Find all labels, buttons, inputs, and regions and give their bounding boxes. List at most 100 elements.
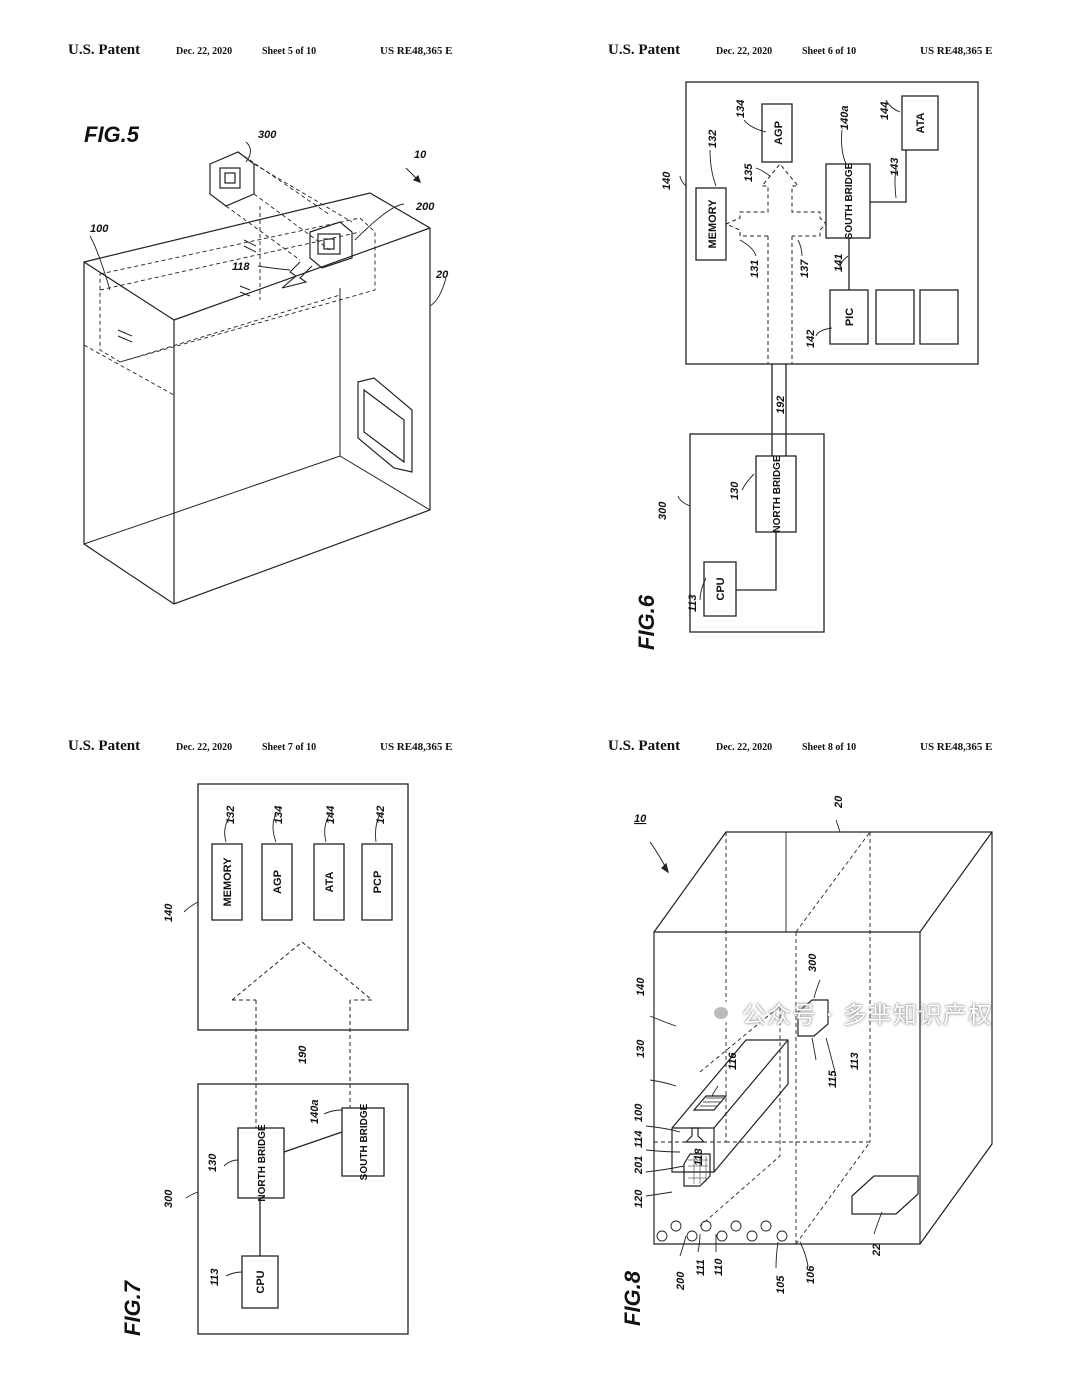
ref-137: 137 [799,259,811,278]
agp-block [261,843,293,921]
south-bridge-block [825,163,871,239]
patent-label: U.S. Patent [68,42,141,58]
ref-113: 113 [209,1268,221,1286]
patent-date: Dec. 22, 2020 [716,742,773,753]
cpu-block [703,561,737,617]
watermark-text: 公众号 · 多芈知识产权 [742,1000,993,1029]
ref-20: 20 [833,795,845,809]
ref-200: 200 [675,1271,687,1291]
patent-sheet-6: U.S. Patent Dec. 22, 2020 Sheet 6 of 10 … [540,0,1080,696]
ref-100: 100 [90,223,109,235]
ref-300: 300 [657,501,669,520]
ref-115: 115 [827,1070,839,1088]
figure-title: FIG.8 [620,1270,645,1326]
ref-201: 201 [633,1156,645,1175]
figure-6-drawing: MEMORY AGP SOUTH BRIDGE ATA PIC NORTH BR… [634,81,979,650]
north-bridge-label: NORTH BRIDGE [772,455,783,533]
ref-130: 130 [635,1039,647,1058]
ref-300: 300 [807,953,819,972]
south-bridge-label: SOUTH BRIDGE [359,1103,370,1180]
ref-140a: 140a [309,1100,321,1124]
cpu-label: CPU [255,1270,267,1293]
ref-120: 120 [633,1189,645,1208]
ref-300: 300 [163,1189,175,1208]
south-bridge-block [341,1107,385,1177]
agp-label: AGP [773,121,785,145]
pcp-block [361,843,393,921]
ref-142: 142 [375,806,387,824]
sheet-header: U.S. Patent Dec. 22, 2020 Sheet 5 of 10 … [0,42,540,62]
south-bridge-label: SOUTH BRIDGE [844,162,855,239]
patent-number: US RE48,365 E [380,45,453,57]
ref-116: 116 [727,1052,739,1070]
ref-130: 130 [729,481,741,500]
ref-118: 118 [232,261,250,273]
agp-block [761,103,793,163]
ref-140: 140 [661,171,673,190]
ref-132: 132 [707,130,719,148]
ref-22: 22 [871,1244,883,1257]
pic-label: PIC [844,308,856,326]
ref-140: 140 [163,903,175,922]
ref-140a: 140a [839,106,851,130]
ref-113: 113 [687,594,699,612]
ata-label: ATA [915,112,927,133]
figure-7-drawing: MEMORY AGP ATA PCP NORTH BRIDGE SOUTH BR… [120,783,409,1336]
figure-8-drawing: 10 20 300 140 130 116 100 114 201 120 11… [620,795,993,1326]
ref-142: 142 [805,330,817,348]
ref-143: 143 [889,158,901,176]
memory-label: MEMORY [707,199,719,249]
ref-144: 144 [325,806,337,824]
ref-111: 111 [695,1259,707,1276]
ref-132: 132 [225,806,237,824]
ata-label: ATA [324,871,336,892]
patent-label: U.S. Patent [608,42,681,58]
sheet-number: Sheet 6 of 10 [802,46,857,57]
figure-title: FIG.6 [634,594,659,650]
patent-date: Dec. 22, 2020 [716,46,773,57]
patent-sheet-5: U.S. Patent Dec. 22, 2020 Sheet 5 of 10 … [0,0,540,696]
north-bridge-block [237,1127,285,1199]
ref-118: 118 [693,1148,705,1166]
ref-114: 114 [633,1130,645,1148]
ref-200: 200 [415,201,435,213]
ref-110: 110 [713,1258,725,1276]
patent-date: Dec. 22, 2020 [176,742,233,753]
patent-number: US RE48,365 E [920,741,993,753]
patent-number: US RE48,365 E [380,741,453,753]
patent-date: Dec. 22, 2020 [176,46,233,57]
sheet-header: U.S. Patent Dec. 22, 2020 Sheet 7 of 10 … [0,738,540,758]
sheet-number: Sheet 5 of 10 [262,46,317,57]
wechat-watermark: 公众号 · 多芈知识产权 [702,995,993,1029]
sheet-number: Sheet 8 of 10 [802,742,857,753]
sheet-number: Sheet 7 of 10 [262,742,317,753]
memory-label: MEMORY [222,857,234,907]
ref-134: 134 [735,100,747,118]
ref-20: 20 [435,269,449,281]
ref-113: 113 [849,1052,861,1070]
ref-300: 300 [258,129,277,141]
ref-192: 192 [775,396,787,414]
patent-sheet-8: U.S. Patent Dec. 22, 2020 Sheet 8 of 10 … [540,696,1080,1392]
figure-title: FIG.7 [120,1279,145,1336]
ata-block [313,843,345,921]
ref-134: 134 [273,806,285,824]
ref-131: 131 [749,260,761,278]
ref-106: 106 [805,1265,817,1284]
patent-number: US RE48,365 E [920,45,993,57]
ref-140: 140 [635,977,647,996]
cpu-label: CPU [715,577,727,600]
ref-105: 105 [775,1275,787,1294]
ref-10: 10 [634,813,647,825]
ref-141: 141 [833,254,845,272]
figure-title: FIG.5 [84,122,140,147]
ref-135: 135 [743,163,755,182]
north-bridge-label: NORTH BRIDGE [257,1124,268,1202]
ref-10: 10 [414,149,427,161]
pcp-label: PCP [372,871,384,894]
sheet-header: U.S. Patent Dec. 22, 2020 Sheet 8 of 10 … [540,738,1080,758]
patent-label: U.S. Patent [608,738,681,754]
patent-label: U.S. Patent [68,738,141,754]
ref-190: 190 [297,1045,309,1064]
sheet-header: U.S. Patent Dec. 22, 2020 Sheet 6 of 10 … [540,42,1080,62]
